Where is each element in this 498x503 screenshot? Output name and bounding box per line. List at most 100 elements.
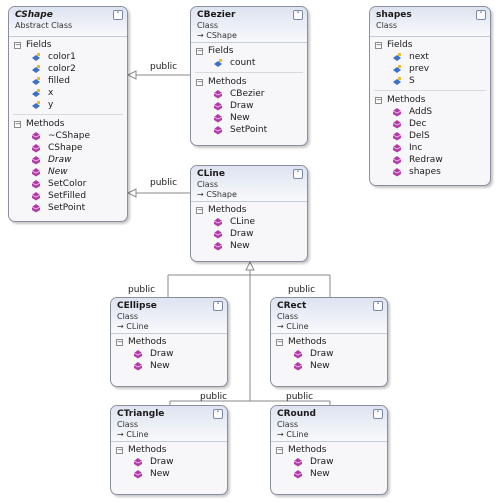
double-chevron-up-icon[interactable]: ˄ xyxy=(293,10,303,20)
field-item[interactable]: next xyxy=(370,51,490,63)
method-item[interactable]: SetFilled xyxy=(9,190,127,202)
method-item[interactable]: Redraw xyxy=(370,154,490,166)
collapse-minus-icon[interactable]: − xyxy=(14,119,21,128)
method-icon xyxy=(392,132,402,141)
methods-section-header[interactable]: −Methods xyxy=(370,94,490,106)
class-kind: Class xyxy=(117,420,139,429)
double-chevron-up-icon[interactable]: ˄ xyxy=(373,301,383,311)
field-item[interactable]: y xyxy=(9,99,127,111)
method-item[interactable]: shapes xyxy=(370,166,490,178)
method-item[interactable]: Draw xyxy=(271,348,387,360)
collapse-minus-icon[interactable]: − xyxy=(14,40,21,49)
field-item[interactable]: color2 xyxy=(9,63,127,75)
method-item[interactable]: CShape xyxy=(9,142,127,154)
method-item[interactable]: AddS xyxy=(370,106,490,118)
method-item[interactable]: New xyxy=(111,468,227,480)
class-name: shapes xyxy=(376,10,412,20)
field-item[interactable]: prev xyxy=(370,63,490,75)
methods-section-header[interactable]: −Methods xyxy=(111,444,227,456)
method-item[interactable]: New xyxy=(111,360,227,372)
collapse-minus-icon[interactable]: − xyxy=(196,205,203,214)
collapse-minus-icon[interactable]: − xyxy=(276,445,283,454)
method-name: New xyxy=(230,113,250,123)
field-item[interactable]: x xyxy=(9,87,127,99)
methods-section-header[interactable]: −Methods xyxy=(271,336,387,348)
fields-section-header[interactable]: −Fields xyxy=(9,39,127,51)
method-icon xyxy=(31,132,41,141)
section-divider xyxy=(195,72,303,73)
fields-section-header[interactable]: −Fields xyxy=(370,39,490,51)
method-item[interactable]: New xyxy=(271,360,387,372)
class-box-cbezier[interactable]: CBezier Class → CShape ˄ −Fields count −… xyxy=(190,6,308,146)
methods-section-header[interactable]: −Methods xyxy=(111,336,227,348)
method-item[interactable]: Dec xyxy=(370,118,490,130)
fields-section-header[interactable]: −Fields xyxy=(191,45,307,57)
class-kind: Class xyxy=(197,180,219,189)
method-item[interactable]: SetPoint xyxy=(191,124,307,136)
method-item[interactable]: New xyxy=(191,240,307,252)
double-chevron-up-icon[interactable]: ˄ xyxy=(373,409,383,419)
methods-section-header[interactable]: −Methods xyxy=(191,76,307,88)
class-base: → CLine xyxy=(277,430,309,439)
methods-section-header[interactable]: −Methods xyxy=(271,444,387,456)
method-item[interactable]: SetPoint xyxy=(9,202,127,214)
double-chevron-up-icon[interactable]: ˄ xyxy=(113,10,123,20)
field-item[interactable]: color1 xyxy=(9,51,127,63)
field-item[interactable]: filled xyxy=(9,75,127,87)
methods-section-header[interactable]: −Methods xyxy=(191,204,307,216)
method-item[interactable]: CBezier xyxy=(191,88,307,100)
method-item[interactable]: SetColor xyxy=(9,178,127,190)
collapse-minus-icon[interactable]: − xyxy=(116,445,123,454)
method-item[interactable]: DelS xyxy=(370,130,490,142)
double-chevron-up-icon[interactable]: ˄ xyxy=(293,169,303,179)
class-header: shapes Class ˄ xyxy=(370,7,490,37)
field-item[interactable]: count xyxy=(191,57,307,69)
method-icon xyxy=(213,90,223,99)
collapse-minus-icon[interactable]: − xyxy=(116,337,123,346)
collapse-minus-icon[interactable]: − xyxy=(196,46,203,55)
section-label: Fields xyxy=(26,40,52,50)
method-item[interactable]: Draw xyxy=(191,100,307,112)
double-chevron-up-icon[interactable]: ˄ xyxy=(213,301,223,311)
class-name: CRect xyxy=(277,301,307,311)
methods-section-header[interactable]: −Methods xyxy=(9,118,127,130)
method-item[interactable]: Draw xyxy=(271,456,387,468)
method-item[interactable]: Draw xyxy=(111,348,227,360)
method-icon xyxy=(133,458,143,467)
inherits-arrow-icon xyxy=(126,70,137,80)
collapse-minus-icon[interactable]: − xyxy=(276,337,283,346)
method-item[interactable]: New xyxy=(271,468,387,480)
method-item[interactable]: Inc xyxy=(370,142,490,154)
method-item[interactable]: Draw xyxy=(111,456,227,468)
class-header: CTriangle Class → CLine ˄ xyxy=(111,406,227,442)
method-item[interactable]: New xyxy=(9,166,127,178)
method-item[interactable]: Draw xyxy=(191,228,307,240)
double-chevron-up-icon[interactable]: ˄ xyxy=(476,10,486,20)
class-base: → CLine xyxy=(117,322,149,331)
collapse-minus-icon[interactable]: − xyxy=(196,77,203,86)
method-item[interactable]: CLine xyxy=(191,216,307,228)
collapse-minus-icon[interactable]: − xyxy=(375,40,382,49)
method-item[interactable]: ~CShape xyxy=(9,130,127,142)
class-kind: Class xyxy=(277,312,299,321)
class-name: CBezier xyxy=(197,10,236,20)
field-item[interactable]: S xyxy=(370,75,490,87)
method-item[interactable]: New xyxy=(191,112,307,124)
double-chevron-up-icon[interactable]: ˄ xyxy=(213,409,223,419)
collapse-minus-icon[interactable]: − xyxy=(375,95,382,104)
method-item[interactable]: Draw xyxy=(9,154,127,166)
